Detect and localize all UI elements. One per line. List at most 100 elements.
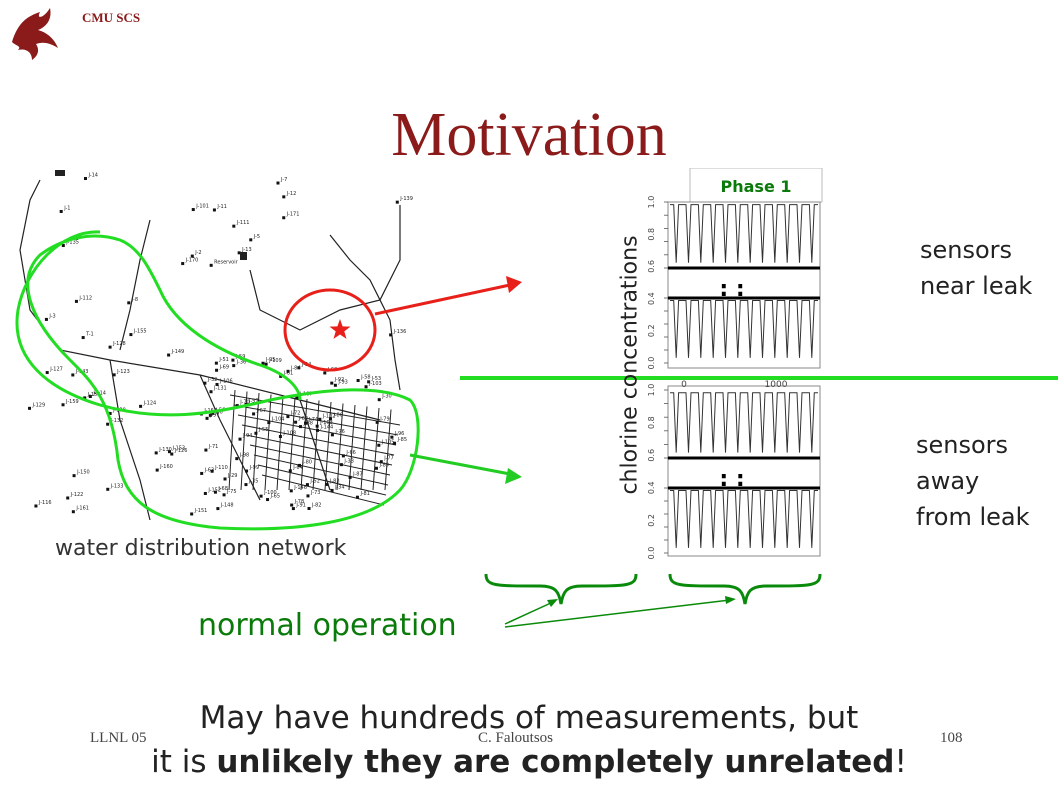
network-pipe <box>288 397 296 491</box>
network-node-label: J-146 <box>293 485 307 491</box>
network-node <box>252 412 256 416</box>
network-node-label: J-129 <box>32 402 46 408</box>
network-node <box>108 345 112 349</box>
network-pipe <box>360 406 368 491</box>
normal-operation-label: normal operation <box>198 608 457 643</box>
school-header: CMU SCS <box>82 10 141 25</box>
network-node <box>232 364 236 368</box>
network-node-label: J-3 <box>48 313 55 319</box>
green-region-outline <box>15 230 420 531</box>
network-node <box>315 428 319 432</box>
network-node-label: J-159 <box>65 399 79 405</box>
network-node-label: J-95 <box>265 357 275 363</box>
network-node-label: J-92 <box>334 377 344 383</box>
pointer-head-1 <box>547 599 558 607</box>
y-tick-label: 0.4 <box>647 292 656 305</box>
y-tick-label: 0.6 <box>647 449 656 462</box>
network-node <box>205 416 209 420</box>
network-node-label: J-13 <box>241 247 251 253</box>
network-node-label: J-82 <box>311 502 321 508</box>
network-node <box>395 200 399 204</box>
network-node-label: J-171 <box>286 212 300 218</box>
conclusion-line-2b: ! <box>894 744 907 780</box>
network-node <box>267 421 271 425</box>
network-pipe <box>336 403 344 491</box>
dragon-icon <box>12 8 58 60</box>
brace-right <box>668 573 822 605</box>
network-node <box>375 420 379 424</box>
network-node-label: J-61 <box>283 370 293 376</box>
network-node <box>44 317 48 321</box>
network-node <box>203 381 207 385</box>
network-node <box>61 403 65 407</box>
label-away-line-1: sensors <box>916 431 1009 459</box>
network-node <box>286 369 290 373</box>
ellipsis-near: : : <box>719 277 744 302</box>
network-pipe <box>240 391 248 491</box>
network-node-label: J-133 <box>110 483 124 489</box>
network-node-label: J-53 <box>371 376 381 382</box>
network-node-label: J-84 <box>290 365 300 371</box>
network-node-label: J-93 <box>337 379 347 385</box>
label-away-leak: sensors away from leak <box>916 427 1030 535</box>
network-node-label: J-71 <box>208 444 218 450</box>
network-node <box>377 398 381 402</box>
network-node-label: J-52 <box>309 479 319 485</box>
network-node <box>211 411 215 415</box>
network-node-label: J-78 <box>294 499 304 505</box>
network-node-label: J-110 <box>214 465 228 471</box>
network-node <box>190 254 194 258</box>
network-node-label: J-12 <box>286 191 296 197</box>
network-node-label: J-58 <box>360 374 370 380</box>
network-node <box>389 333 393 337</box>
network-node-label: J-161 <box>75 506 89 512</box>
network-node-label: J-74 <box>308 417 318 423</box>
network-node <box>83 396 87 400</box>
sensor-series-line <box>670 490 818 548</box>
network-node <box>72 474 76 478</box>
y-tick-label: 0.8 <box>647 416 656 429</box>
network-node <box>341 454 345 458</box>
red-arrow-head <box>506 276 522 293</box>
network-node <box>282 195 286 199</box>
sensor-series-line <box>670 392 818 453</box>
network-node <box>231 358 235 362</box>
network-node <box>209 390 213 394</box>
network-node-label: J-105 <box>381 439 395 445</box>
conclusion-text: May have hundreds of measurements, but i… <box>0 696 1058 784</box>
network-node-label: J-57 <box>248 398 258 404</box>
network-node-label: J-91 <box>295 503 305 509</box>
network-pipe <box>199 374 261 501</box>
network-node-label: J-103 <box>368 381 382 387</box>
network-node-label: J-80 <box>302 459 312 465</box>
network-node <box>215 368 219 372</box>
pointer-head-2 <box>725 596 736 604</box>
network-node-label: J-86 <box>332 413 342 419</box>
network-node <box>214 361 218 365</box>
network-node-label: J-33 <box>343 459 353 465</box>
network-pipe <box>384 409 392 491</box>
label-near-line-1: sensors <box>920 236 1013 264</box>
network-node <box>294 420 298 424</box>
network-node-label: J-76 <box>334 429 344 435</box>
network-node <box>377 443 381 447</box>
network-node-label: J-81 <box>359 491 369 497</box>
network-node <box>244 483 248 487</box>
network-node-label: J-128 <box>112 341 126 347</box>
network-node <box>286 415 290 419</box>
red-arrow-line <box>374 283 511 316</box>
network-node <box>203 491 207 495</box>
conclusion-line-1: May have hundreds of measurements, but <box>199 700 859 736</box>
ellipsis-away: : : <box>719 467 744 492</box>
network-node-label: J-94 <box>242 433 252 439</box>
network-node <box>129 333 133 337</box>
network-node <box>208 413 212 417</box>
network-node <box>167 353 171 357</box>
network-node-label: J-7 <box>280 177 287 183</box>
network-node <box>393 441 397 445</box>
network-node <box>307 506 311 510</box>
network-node <box>34 504 38 508</box>
network-node-label: J-104 <box>271 417 285 423</box>
network-node <box>249 238 253 242</box>
network-node-label: J-100 <box>263 490 277 496</box>
